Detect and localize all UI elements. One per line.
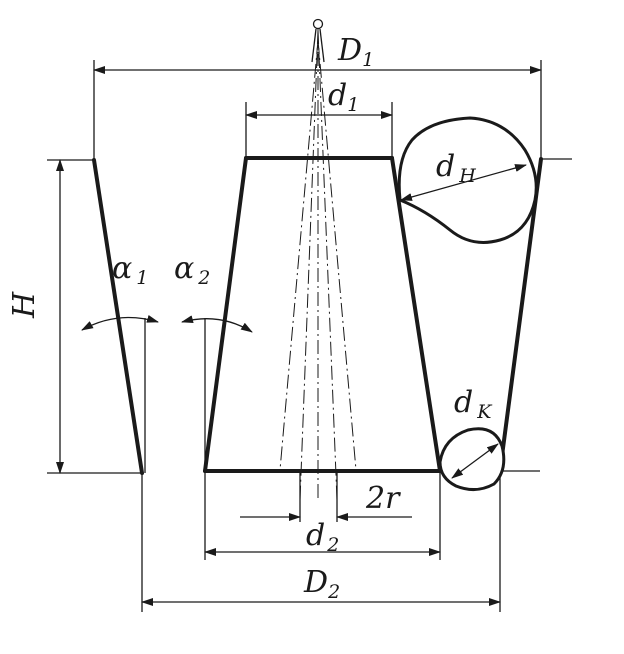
inner-cone-right-wall (390, 156, 442, 473)
small-rock (438, 427, 506, 491)
label-D1: D1 (337, 33, 374, 71)
suspension-point (312, 18, 324, 30)
label-2r: 2r (365, 481, 401, 516)
outer-right-wall (498, 157, 543, 473)
suspension-rod-right (319, 28, 325, 63)
dim-dK (451, 443, 499, 479)
outer-left-wall (92, 158, 144, 475)
axis-swing-left (299, 29, 319, 501)
dim-dH (400, 164, 527, 201)
inner-cone-left-wall (203, 156, 248, 473)
suspension-rod-left (311, 28, 317, 63)
label-H: H (7, 291, 42, 319)
axis-swing-far-left (279, 39, 319, 471)
axis-swing-right (317, 29, 338, 501)
label-d1: d1 (328, 78, 359, 116)
angle-arc-alpha1 (81, 315, 159, 331)
label-D2: D2 (303, 565, 340, 603)
angle-arc-alpha2 (181, 315, 253, 333)
